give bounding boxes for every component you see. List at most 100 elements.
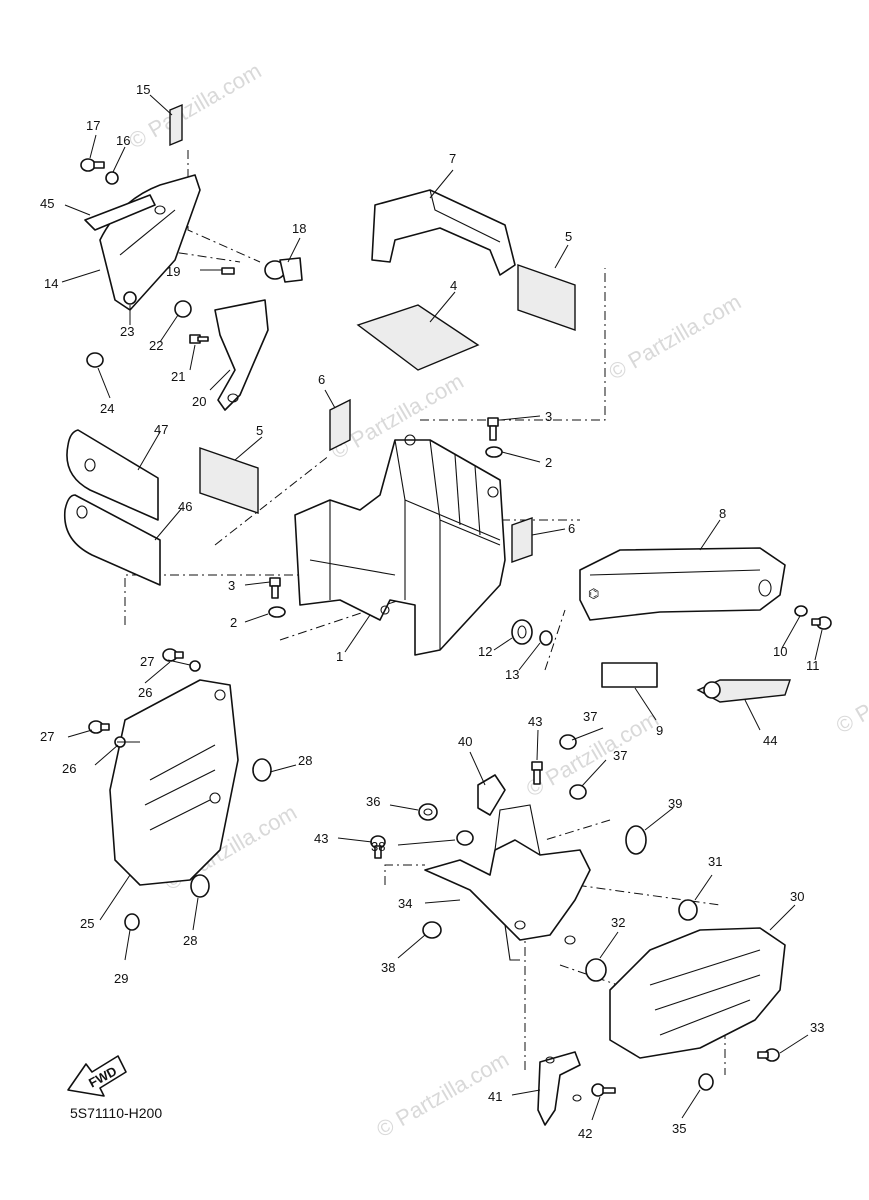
callout-28: 28 xyxy=(183,933,197,948)
callout-40: 40 xyxy=(458,734,472,749)
callout-13: 13 xyxy=(505,667,519,682)
part-10-collar xyxy=(794,605,808,617)
part-3-bolt-upper xyxy=(487,417,499,441)
callout-41: 41 xyxy=(488,1089,502,1104)
callout-21: 21 xyxy=(171,369,185,384)
part-17-bolt xyxy=(80,158,105,172)
part-5-pad-upper xyxy=(517,264,576,331)
part-21-bolt xyxy=(189,334,209,344)
callout-25: 25 xyxy=(80,916,94,931)
callout-17: 17 xyxy=(86,118,100,133)
callout-43: 43 xyxy=(314,831,328,846)
part-22-grommet xyxy=(174,300,192,318)
callout-18: 18 xyxy=(292,221,306,236)
callout-22: 22 xyxy=(149,338,163,353)
callout-36: 36 xyxy=(366,794,380,809)
watermark: © Partzilla.com xyxy=(832,643,869,739)
watermark: © Partzilla.com xyxy=(604,289,745,385)
part-39-clamp xyxy=(625,825,647,855)
callout-46: 46 xyxy=(178,499,192,514)
callout-5: 5 xyxy=(256,423,263,438)
part-27-bolt-upper xyxy=(162,648,184,662)
callout-31: 31 xyxy=(708,854,722,869)
callout-42: 42 xyxy=(578,1126,592,1141)
callout-43: 43 xyxy=(528,714,542,729)
part-41-bracket xyxy=(537,1051,582,1126)
part-13-washer xyxy=(539,630,553,646)
part-11-bolt xyxy=(811,616,832,630)
part-29-clamp xyxy=(124,913,140,931)
part-2-collar-upper xyxy=(485,446,503,458)
callout-39: 39 xyxy=(668,796,682,811)
callout-9: 9 xyxy=(656,723,663,738)
part-35-nut xyxy=(698,1073,714,1091)
callout-7: 7 xyxy=(449,151,456,166)
part-18-holder xyxy=(264,257,303,283)
callout-4: 4 xyxy=(450,278,457,293)
callout-34: 34 xyxy=(398,896,412,911)
callout-38: 38 xyxy=(371,839,385,854)
callout-23: 23 xyxy=(120,324,134,339)
part-8-side-cover: ⌬ xyxy=(579,547,786,621)
callout-3: 3 xyxy=(545,409,552,424)
leader-lines xyxy=(61,94,823,1121)
fwd-direction-arrow: FWD xyxy=(67,1055,127,1097)
part-33-bolt xyxy=(757,1048,780,1062)
part-12-grommet xyxy=(511,619,533,645)
part-15-pad xyxy=(169,103,183,147)
callout-24: 24 xyxy=(100,401,114,416)
callout-14: 14 xyxy=(44,276,58,291)
part-36-clamp xyxy=(418,803,438,821)
part-27-bolt-lower xyxy=(88,720,110,734)
callout-32: 32 xyxy=(611,915,625,930)
part-45-cover xyxy=(84,194,156,231)
part-25-side-cover xyxy=(109,679,239,886)
part-30-side-cover xyxy=(609,927,786,1059)
svg-text:⌬: ⌬ xyxy=(588,586,599,601)
callout-26: 26 xyxy=(62,761,76,776)
callout-35: 35 xyxy=(672,1121,686,1136)
callouts: 1 2 2 3 3 4 5 5 6 6 7 8 9 10 11 12 13 14… xyxy=(40,82,824,1141)
callout-5: 5 xyxy=(565,229,572,244)
part-37-clamp-upper xyxy=(559,734,577,750)
part-34-bracket xyxy=(424,804,591,961)
part-40-clamp xyxy=(477,774,506,816)
part-6-pad-upper xyxy=(329,398,351,452)
callout-28: 28 xyxy=(298,753,312,768)
part-47-reflector xyxy=(66,429,159,521)
part-5-pad-lower xyxy=(199,447,259,514)
diagram-code: 5S71110-H200 xyxy=(70,1105,162,1121)
callout-37: 37 xyxy=(613,748,627,763)
part-43-bolt-lower xyxy=(370,835,386,859)
part-38-clamp-lower xyxy=(422,921,442,939)
part-38-clamp-upper xyxy=(456,830,474,846)
callout-26: 26 xyxy=(138,685,152,700)
part-4-pad xyxy=(356,304,480,371)
part-23-grommet xyxy=(123,291,137,305)
callout-33: 33 xyxy=(810,1020,824,1035)
callout-6: 6 xyxy=(318,372,325,387)
callout-12: 12 xyxy=(478,644,492,659)
callout-16: 16 xyxy=(116,133,130,148)
callout-27: 27 xyxy=(140,654,154,669)
callout-29: 29 xyxy=(114,971,128,986)
part-19-screw xyxy=(221,267,235,275)
callout-44: 44 xyxy=(763,733,777,748)
callout-37: 37 xyxy=(583,709,597,724)
callout-30: 30 xyxy=(790,889,804,904)
part-20-bracket xyxy=(214,299,269,411)
watermark: © Partzilla.com xyxy=(125,58,266,154)
part-28-grommet-lower xyxy=(190,874,210,898)
part-46-reflector xyxy=(63,494,161,586)
callout-38: 38 xyxy=(381,960,395,975)
callout-15: 15 xyxy=(136,82,150,97)
callout-2: 2 xyxy=(545,455,552,470)
part-2-collar-lower xyxy=(268,606,286,618)
part-32-grommet xyxy=(585,958,607,982)
part-9-damper xyxy=(601,662,658,688)
callout-3: 3 xyxy=(228,578,235,593)
part-31-grommet xyxy=(678,899,698,921)
part-1-battery-case xyxy=(294,434,506,656)
callout-10: 10 xyxy=(773,644,787,659)
